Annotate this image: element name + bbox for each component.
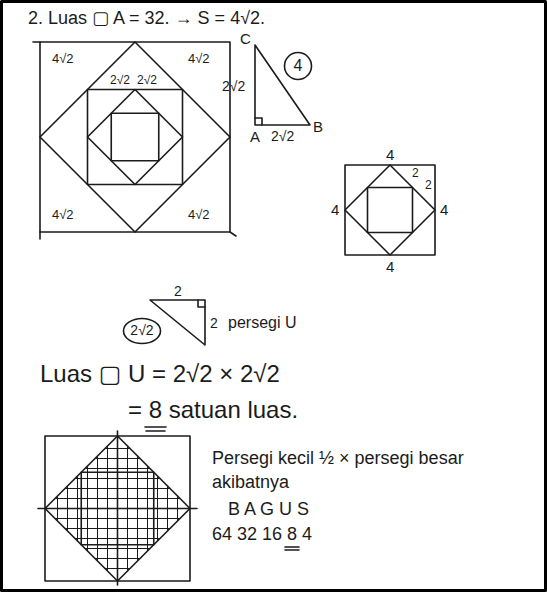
side-length: 4√2 xyxy=(52,208,74,223)
side-length: 2√2 xyxy=(110,74,130,88)
small-triangle xyxy=(150,300,205,345)
circled-value: 4 xyxy=(283,51,313,81)
side-length: 4 xyxy=(331,201,339,218)
side-length: 4 xyxy=(440,201,448,218)
side-length: 2 xyxy=(412,167,419,181)
vertex-letter: B xyxy=(313,118,323,135)
circle-outline xyxy=(285,53,312,80)
equation-text: Luas ▢ U = 2√2 × 2√2 xyxy=(40,360,280,388)
nested-squares-small xyxy=(345,165,435,255)
side-length: 4 xyxy=(386,258,394,275)
nested-squares xyxy=(33,42,236,239)
side-length: 2√2 xyxy=(137,74,157,88)
note-text: persegi U xyxy=(228,314,296,332)
side-length: 2 xyxy=(174,283,182,299)
equation-text: = 8 satuan luas. xyxy=(128,396,298,424)
note-text: B A G U S xyxy=(228,499,309,520)
right-triangle xyxy=(255,45,310,125)
heading-text: 2. Luas ▢ A = 32. → S = 4√2. xyxy=(28,8,265,29)
circle-outline xyxy=(124,319,161,344)
side-length: 2√2 xyxy=(222,78,245,94)
vertex-letter: A xyxy=(250,128,260,145)
side-length: 4√2 xyxy=(188,52,210,67)
side-length: 2√2 xyxy=(271,128,294,144)
circled-number: 2√2 xyxy=(130,323,153,338)
sequence-text: 64 32 16 8 4 xyxy=(212,524,312,545)
circled-number: 4 xyxy=(294,57,303,75)
side-length: 4√2 xyxy=(188,208,210,223)
note-text: akibatnya xyxy=(212,472,289,493)
note-text: Persegi kecil ½ × persegi besar xyxy=(212,448,464,469)
side-length: 2 xyxy=(210,315,218,331)
side-length: 4 xyxy=(386,146,394,163)
circled-value: 2√2 xyxy=(122,317,162,345)
side-length: 4√2 xyxy=(52,52,74,67)
vertex-letter: C xyxy=(240,30,251,47)
side-length: 2 xyxy=(425,179,432,193)
grid-figure xyxy=(38,430,197,590)
